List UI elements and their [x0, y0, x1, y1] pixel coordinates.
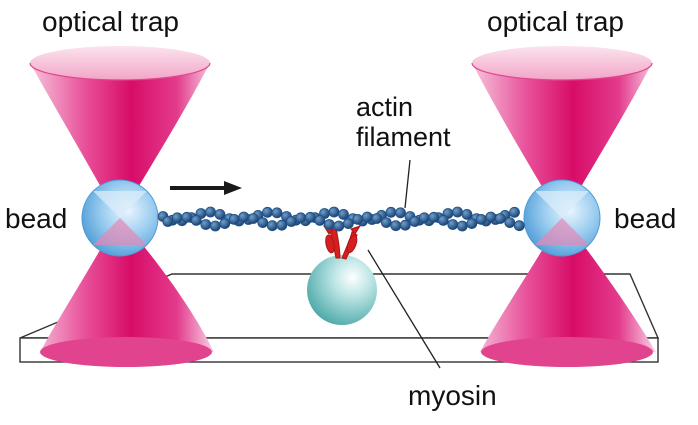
actin-subunit: [509, 206, 520, 218]
direction-arrow-icon: [170, 181, 242, 195]
actin-subunit: [266, 220, 278, 232]
myosin-heads: [322, 225, 362, 260]
actin-subunit: [456, 220, 468, 232]
actin-subunit: [513, 220, 525, 232]
bead-left: [81, 179, 159, 257]
actin-subunit: [466, 218, 478, 230]
actin-subunit: [214, 208, 226, 220]
actin-subunit: [390, 220, 402, 232]
actin-subunit: [418, 212, 430, 224]
label-optical-trap-right: optical trap: [487, 6, 624, 37]
label-bead-right: bead: [614, 203, 677, 234]
actin-subunit: [328, 206, 340, 218]
myosin: [307, 225, 377, 325]
actin-subunit: [257, 217, 269, 229]
label-actin: actin: [356, 92, 414, 122]
actin-subunit: [385, 206, 397, 218]
actin-subunit: [361, 211, 373, 223]
actin-subunit: [205, 206, 216, 218]
actin-subunit: [485, 211, 497, 223]
actin-subunit: [338, 208, 349, 220]
actin-subunit: [276, 219, 288, 231]
actin-subunit: [475, 213, 487, 225]
label-optical-trap-left: optical trap: [42, 6, 179, 37]
actin-subunit: [285, 216, 297, 227]
actin-subunit: [333, 220, 345, 232]
actin-subunit: [171, 212, 183, 224]
actin-subunit: [209, 220, 221, 232]
actin-subunit: [452, 206, 463, 218]
actin-subunit: [262, 206, 273, 218]
myosin-pedestal-sphere: [307, 255, 377, 325]
actin-subunit: [219, 218, 231, 230]
actin-subunit: [304, 211, 316, 223]
label-myosin: myosin: [408, 380, 497, 411]
actin-subunit: [181, 211, 193, 223]
actin-subunit: [323, 219, 335, 230]
actin-subunit: [200, 219, 212, 230]
actin-subunit: [352, 213, 364, 225]
actin-subunit: [342, 218, 354, 230]
actin-subunit: [461, 208, 473, 220]
label-filament: filament: [356, 122, 451, 152]
actin-subunit: [238, 211, 250, 223]
actin-subunit: [295, 212, 307, 224]
actin-leader-line: [404, 159, 411, 209]
actin-subunit: [395, 207, 406, 219]
actin-subunit: [247, 213, 259, 224]
actin-subunit: [271, 207, 283, 219]
bead-right: [523, 179, 601, 257]
actin-subunit: [371, 213, 383, 224]
actin-subunit: [399, 219, 411, 231]
actin-subunit: [494, 213, 506, 224]
actin-filament: [157, 206, 525, 232]
actin-subunit: [190, 214, 202, 226]
actin-subunit: [447, 219, 459, 230]
actin-subunit: [428, 211, 440, 223]
actin-subunit: [437, 214, 449, 226]
actin-subunit: [380, 217, 392, 229]
actin-subunit: [504, 217, 516, 229]
actin-subunit: [314, 214, 326, 226]
label-bead-left: bead: [5, 203, 68, 234]
actin-subunit: [409, 216, 421, 227]
actin-subunit: [228, 213, 240, 225]
actin-subunit: [162, 216, 174, 227]
myosin-leader-line: [367, 249, 441, 369]
